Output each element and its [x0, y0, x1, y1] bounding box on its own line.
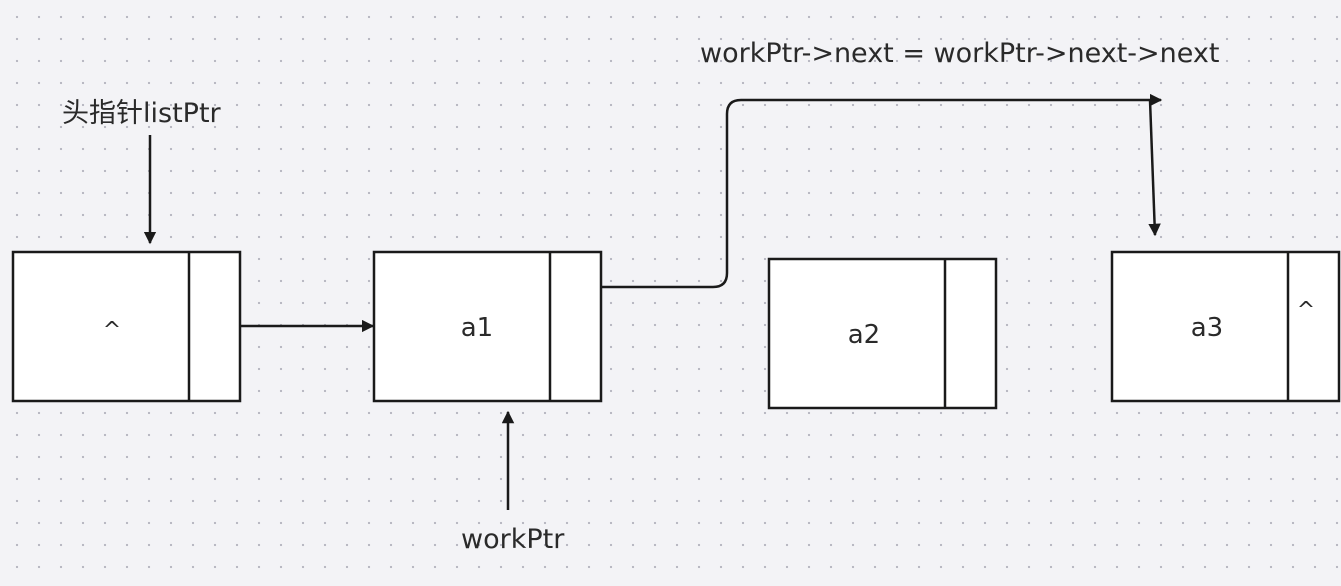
node-a3: a3 ^ — [1110, 250, 1341, 403]
head-node-box — [11, 250, 242, 403]
node-a1-box — [372, 250, 603, 403]
node-a2: a2 — [767, 257, 998, 410]
head-node-data: ^ — [103, 318, 121, 343]
head-node: ^ — [11, 250, 242, 403]
a1-next-link — [601, 93, 1163, 289]
node-a1: a1 — [372, 250, 603, 403]
operation-label: workPtr->next = workPtr->next->next — [700, 38, 1220, 69]
node-a3-next: ^ — [1297, 298, 1315, 323]
link-to-a3-arrow — [1148, 99, 1161, 237]
work-pointer-label: workPtr — [461, 524, 565, 555]
node-a1-data: a1 — [461, 313, 493, 343]
node-a2-box — [767, 257, 998, 410]
node-a2-data: a2 — [848, 320, 880, 350]
node-a3-box — [1110, 250, 1341, 403]
node-a3-data: a3 — [1191, 313, 1223, 343]
head-pointer-label: 头指针listPtr — [62, 98, 222, 129]
